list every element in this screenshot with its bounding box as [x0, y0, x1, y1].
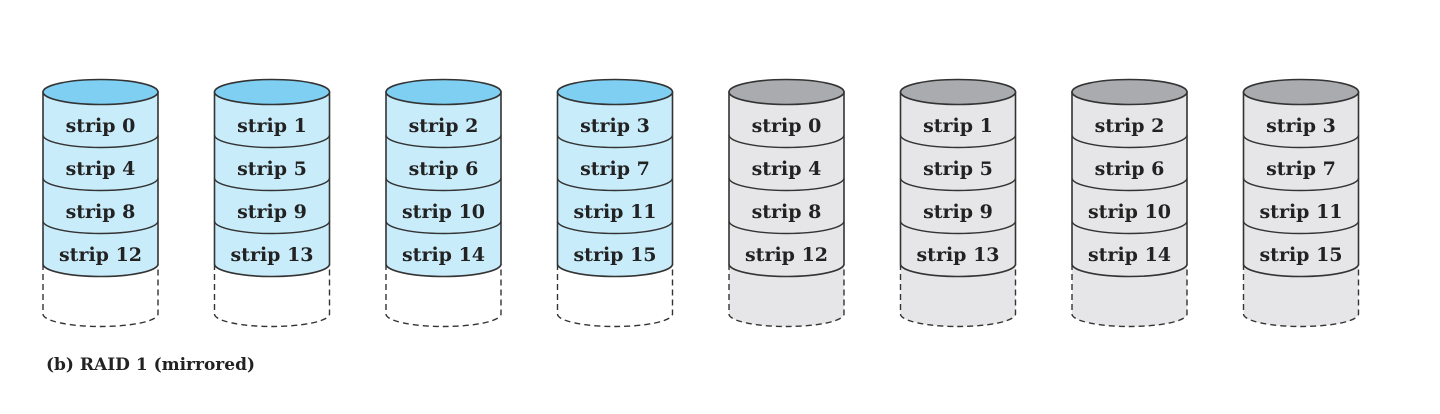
strip-label: strip 11 [573, 201, 656, 223]
strip-divider [1242, 177, 1360, 192]
disk-mirror-0: strip 0 strip 4 strip 8 strip 12 [728, 78, 845, 328]
strip-label: strip 3 [1266, 115, 1336, 137]
strip-divider [728, 220, 845, 235]
strip-divider [42, 177, 159, 192]
strip-label: strip 3 [580, 115, 650, 137]
strip-label: strip 15 [573, 244, 656, 266]
strip-label: strip 14 [1088, 244, 1171, 266]
strip-divider [1071, 134, 1188, 149]
disk-spare-outline [213, 264, 331, 328]
strip-label: strip 1 [923, 115, 993, 137]
strip-label: strip 7 [1266, 158, 1336, 180]
disk-body [1071, 91, 1188, 278]
strip-divider [556, 177, 674, 192]
disk-mirror-3: strip 3 strip 7 strip 11 strip 15 [1242, 78, 1360, 328]
disk-spare-outline [42, 264, 159, 328]
strip-label: strip 4 [752, 158, 822, 180]
strip-divider [1071, 177, 1188, 192]
strip-divider [213, 220, 331, 235]
strip-divider [899, 220, 1017, 235]
disk-body [1242, 91, 1360, 278]
strip-divider [899, 177, 1017, 192]
disk-body [385, 91, 502, 278]
disk-body [899, 91, 1017, 278]
strip-divider [899, 134, 1017, 149]
disk-mirror-1: strip 1 strip 5 strip 9 strip 13 [899, 78, 1017, 328]
strip-divider [556, 220, 674, 235]
strip-label: strip 9 [923, 201, 993, 223]
disk-spare-area [214, 264, 330, 327]
disk-top [213, 78, 331, 106]
strip-label: strip 13 [230, 244, 313, 266]
disk-spare-outline [1071, 264, 1188, 328]
strip-divider [213, 134, 331, 149]
disk-body [42, 91, 159, 278]
strip-label: strip 12 [59, 244, 142, 266]
disk-top [385, 78, 502, 106]
strip-label: strip 13 [916, 244, 999, 266]
strip-divider [1242, 220, 1360, 235]
disk-body [556, 91, 674, 278]
strip-label: strip 5 [923, 158, 993, 180]
strip-divider [42, 220, 159, 235]
strip-label: strip 0 [66, 115, 136, 137]
disk-spare-area [43, 264, 158, 327]
disk-spare-area [386, 264, 501, 327]
strip-divider [42, 134, 159, 149]
disk-primary-1: strip 1 strip 5 strip 9 strip 13 [213, 78, 331, 328]
strip-label: strip 1 [237, 115, 307, 137]
strip-label: strip 6 [1095, 158, 1165, 180]
disk-spare-area [1243, 264, 1359, 327]
strip-label: strip 8 [66, 201, 136, 223]
strip-divider [1242, 134, 1360, 149]
disk-spare-outline [556, 264, 674, 328]
strip-label: strip 6 [409, 158, 479, 180]
strip-label: strip 8 [752, 201, 822, 223]
strip-divider [213, 177, 331, 192]
disk-top [42, 78, 159, 106]
strip-divider [728, 177, 845, 192]
figure-caption: (b) RAID 1 (mirrored) [46, 355, 256, 375]
disk-top [899, 78, 1017, 106]
strip-label: strip 11 [1259, 201, 1342, 223]
disk-top [728, 78, 845, 106]
disk-primary-3: strip 3 strip 7 strip 11 strip 15 [556, 78, 674, 328]
strip-divider [556, 134, 674, 149]
strip-label: strip 5 [237, 158, 307, 180]
disk-primary-2: strip 2 strip 6 strip 10 strip 14 [385, 78, 502, 328]
strip-divider [728, 134, 845, 149]
strip-label: strip 7 [580, 158, 650, 180]
strip-label: strip 10 [402, 201, 485, 223]
disk-body [728, 91, 845, 278]
strip-divider [385, 220, 502, 235]
strip-label: strip 0 [752, 115, 822, 137]
disk-top [1071, 78, 1188, 106]
disk-spare-area [729, 264, 844, 327]
disk-spare-outline [1242, 264, 1360, 328]
disk-spare-area [557, 264, 673, 327]
disk-spare-outline [728, 264, 845, 328]
disk-spare-outline [385, 264, 502, 328]
strip-label: strip 15 [1259, 244, 1342, 266]
disk-spare-area [900, 264, 1016, 327]
disk-mirror-2: strip 2 strip 6 strip 10 strip 14 [1071, 78, 1188, 328]
strip-label: strip 14 [402, 244, 485, 266]
strip-label: strip 10 [1088, 201, 1171, 223]
strip-divider [385, 134, 502, 149]
disk-top [556, 78, 674, 106]
strip-divider [1071, 220, 1188, 235]
strip-label: strip 4 [66, 158, 136, 180]
strip-label: strip 9 [237, 201, 307, 223]
disk-spare-area [1072, 264, 1187, 327]
strip-divider [385, 177, 502, 192]
disk-top [1242, 78, 1360, 106]
disk-body [213, 91, 331, 278]
strip-label: strip 12 [745, 244, 828, 266]
disk-primary-0: strip 0 strip 4 strip 8 strip 12 [42, 78, 159, 328]
disk-spare-outline [899, 264, 1017, 328]
strip-label: strip 2 [1095, 115, 1165, 137]
strip-label: strip 2 [409, 115, 479, 137]
